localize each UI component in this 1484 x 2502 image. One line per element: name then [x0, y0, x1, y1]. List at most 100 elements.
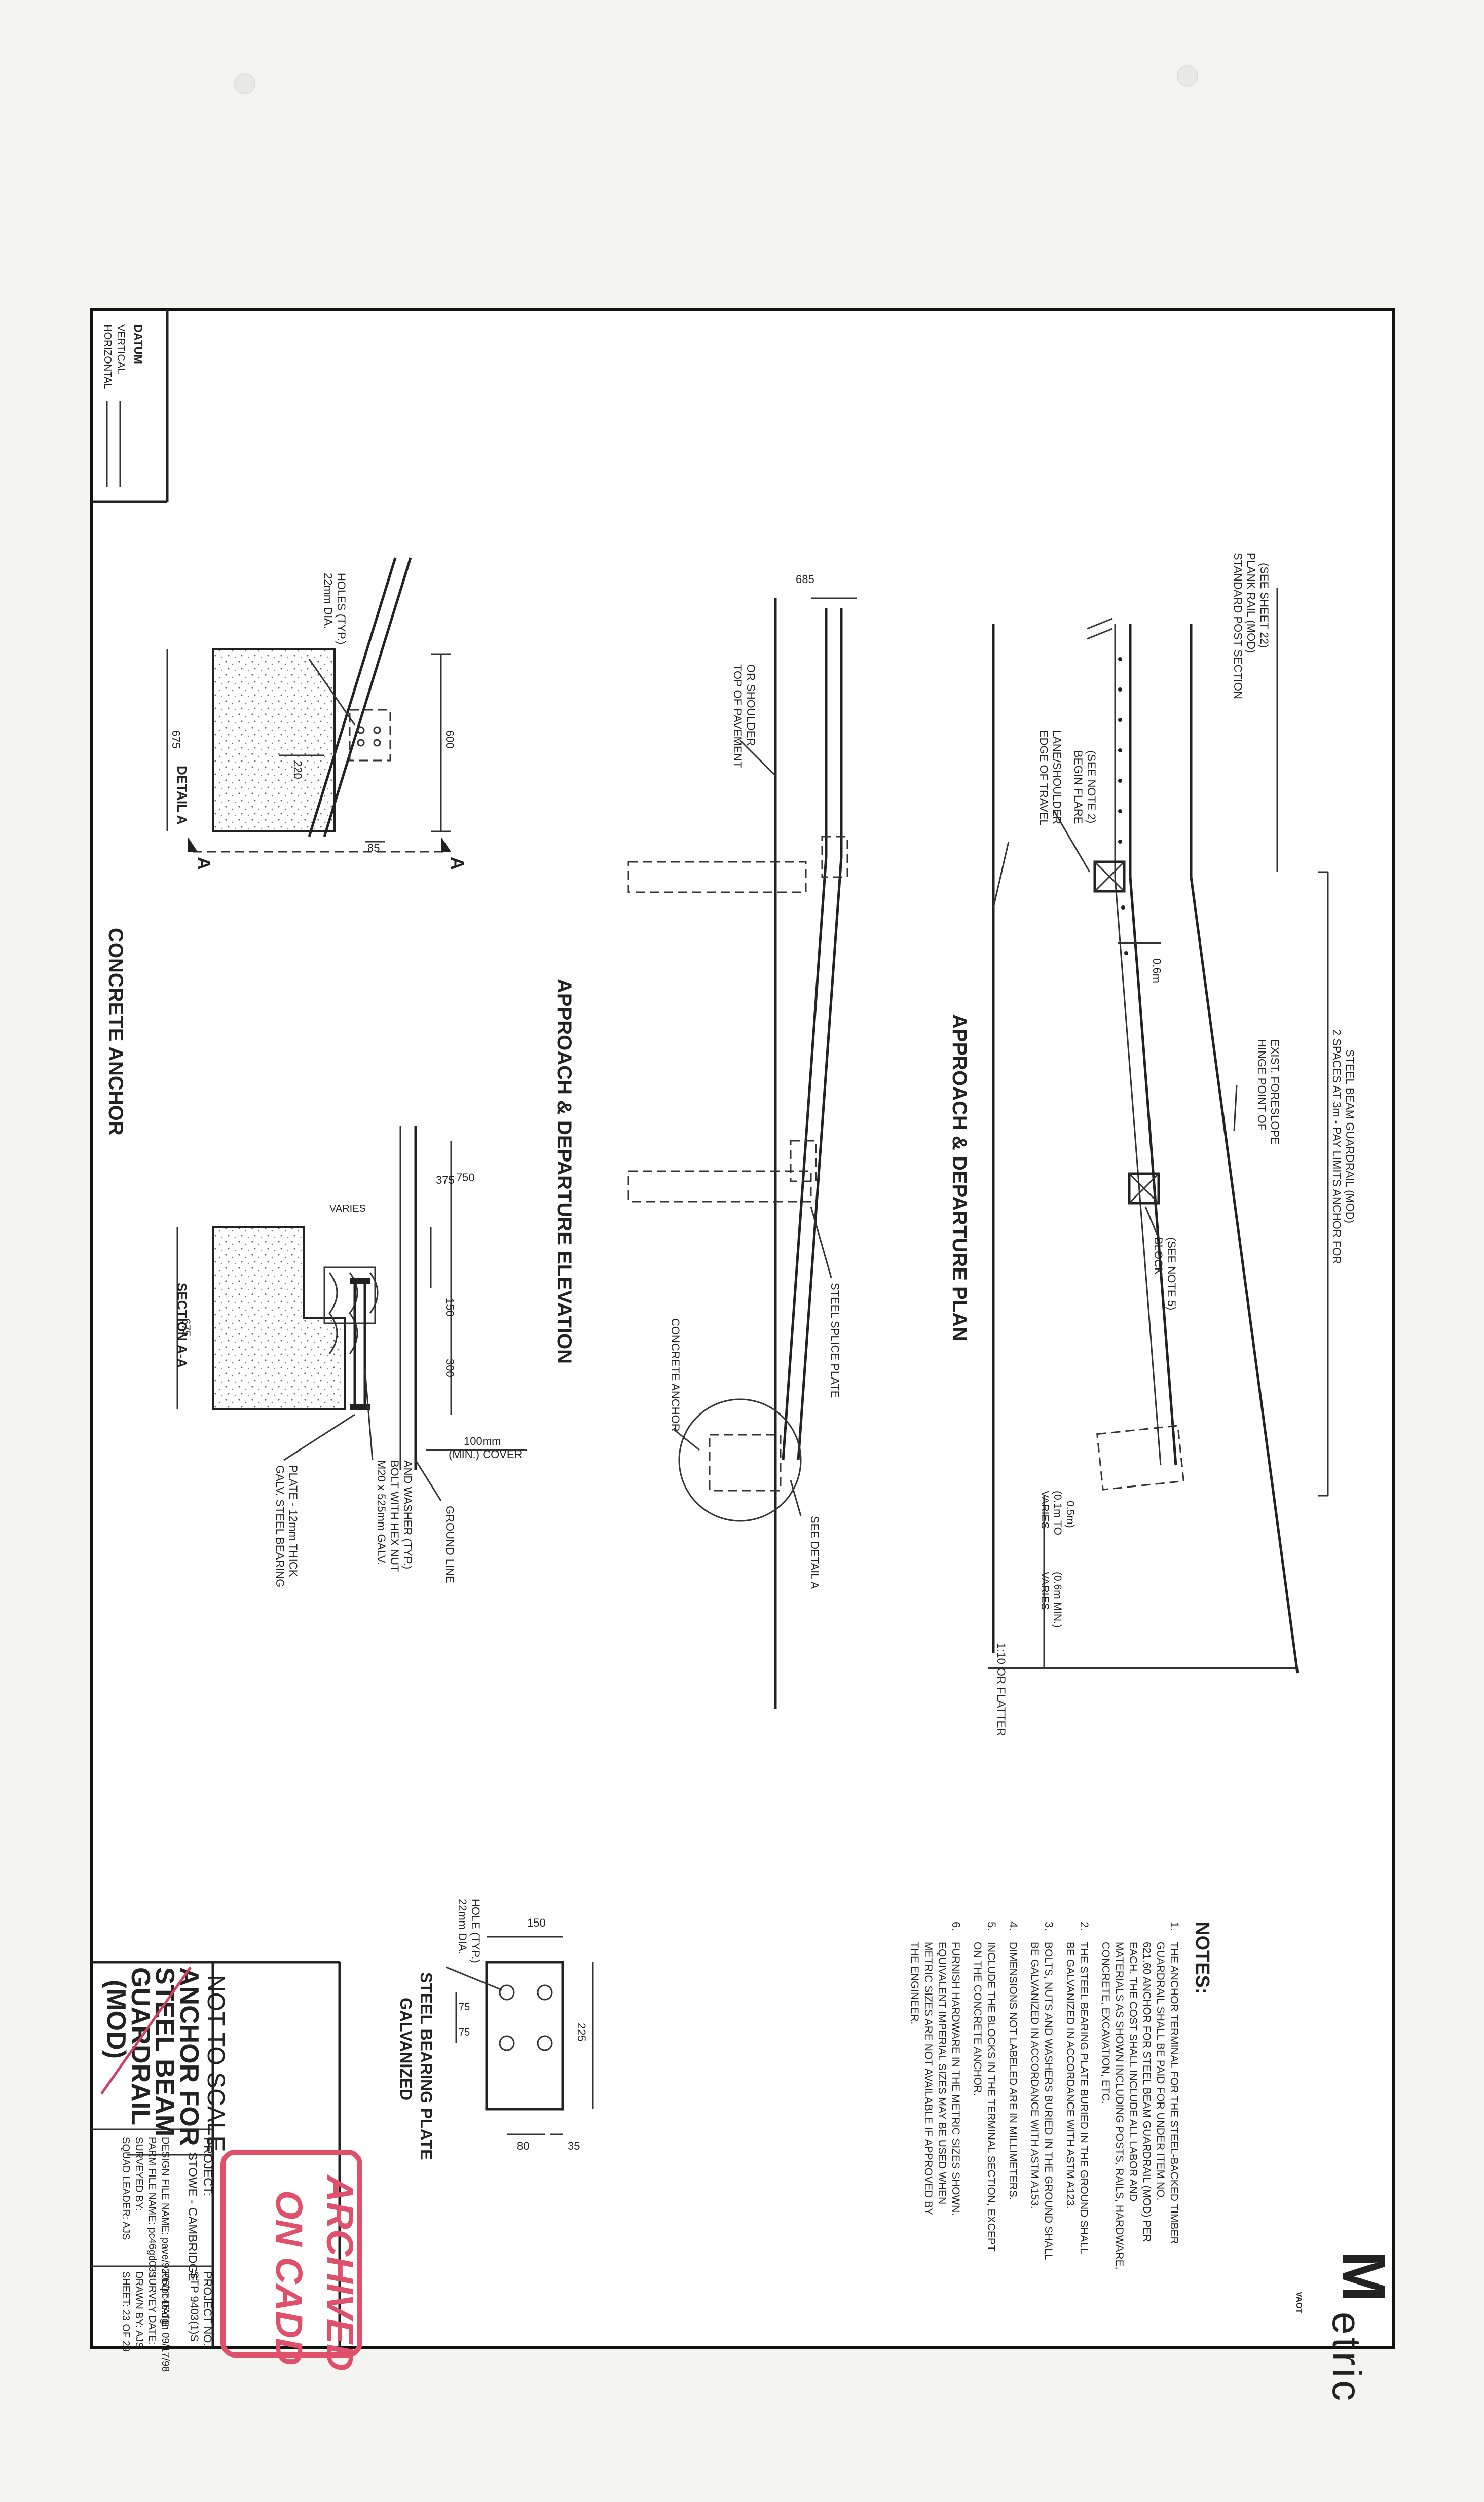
plate-hole — [537, 1984, 553, 2001]
metric-logo: M etric VAOT — [1294, 2251, 1398, 2404]
svg-text:(0.6m MIN.): (0.6m MIN.) — [1052, 1572, 1063, 1628]
post-2 — [627, 1170, 812, 1203]
svg-text:(0.1m TO: (0.1m TO — [1052, 1491, 1063, 1535]
section-dim-375: 375 — [436, 1174, 455, 1186]
section-mark-2: A — [447, 857, 468, 870]
note-number: 2. — [1078, 1921, 1091, 1931]
plate-dim-150: 150 — [527, 1916, 546, 1929]
sheet-number: SHEET: 23 OF 29 — [120, 2271, 131, 2352]
varies-a-label: VARIES (0.1m TO 0.5m) — [1039, 1491, 1076, 1535]
elevation-title: APPROACH & DEPARTURE ELEVATION — [553, 978, 575, 1364]
approach-plan: STANDARD POST SECTION PLANK RAIL (MOD) (… — [948, 553, 1356, 1736]
note-line: THE ANCHOR TERMINAL FOR THE STEEL-BACKED… — [1168, 1942, 1180, 2244]
section-arrow-2 — [441, 837, 451, 852]
detail-a-dim-675: 675 — [170, 730, 182, 749]
note-number: 4. — [1007, 1921, 1020, 1931]
note-number: 5. — [985, 1921, 998, 1931]
foreslope-flare-line — [1190, 877, 1299, 1674]
datum-heading: DATUM — [132, 324, 144, 364]
svg-text:VARIES: VARIES — [1039, 1572, 1051, 1610]
svg-text:EDGE OF TRAVEL: EDGE OF TRAVEL — [1037, 730, 1050, 826]
svg-text:AND WASHER (TYP.): AND WASHER (TYP.) — [401, 1460, 414, 1569]
approach-elevation: 685 STEEL SPLICE PLATE CONCRETE ANCHOR S… — [553, 573, 857, 1709]
section-arrow-1 — [188, 837, 198, 852]
svg-text:HINGE POINT OF: HINGE POINT OF — [1255, 1039, 1268, 1130]
svg-text:STANDARD POST SECTION: STANDARD POST SECTION — [1232, 553, 1244, 699]
note-line: THE ENGINEER. — [909, 1942, 920, 2024]
svg-text:M20 x 525mm GALV.: M20 x 525mm GALV. — [375, 1460, 388, 1565]
plate-holes-label: 22mm DIA. HOLE (TYP.) — [456, 1899, 482, 1963]
drawn-by: DRAWN BY: AJS — [133, 2271, 144, 2349]
top-pavement-label: TOP OF PAVEMENT OR SHOULDER — [731, 664, 757, 768]
bearing-plate — [485, 1961, 564, 2111]
ground-line-label: GROUND LINE — [443, 1506, 456, 1583]
timber-post-grain — [328, 1272, 379, 1354]
parm-file: PARM FILE NAME: pc46gd03.t — [146, 2137, 158, 2278]
slope-label: 1:10 OR FLATTER — [995, 1643, 1008, 1736]
detail-a-holes-label: 22mm DIA. HOLES (TYP.) — [322, 573, 348, 644]
section-varies: VARIES — [329, 1203, 366, 1214]
punch-hole — [1177, 65, 1198, 87]
plate-hole — [537, 2035, 553, 2051]
svg-text:(SEE NOTE 2): (SEE NOTE 2) — [1085, 750, 1098, 823]
plate-dim-75b: 75 — [459, 2027, 470, 2038]
survey-date: SURVEY DATE: — [146, 2271, 158, 2345]
note-line: EQUIVALENT IMPERIAL SIZES MAY BE USED WH… — [936, 1942, 948, 2204]
plot-date: PLOT DATE: 09/17/98 — [160, 2271, 171, 2372]
datum-horizontal: HORIZONTAL — [102, 324, 113, 389]
project-name: STOWE - CAMBRIDGE — [185, 2152, 199, 2281]
anchor-footprint — [1096, 1425, 1184, 1491]
svg-text:OR SHOULDER: OR SHOULDER — [745, 664, 757, 746]
section-dim-300: 300 — [443, 1359, 456, 1377]
bearing-plate-detail: 225 150 75 75 80 35 22mm DIA. HOLE (TYP.… — [397, 1899, 594, 2160]
note-number: 3. — [1043, 1921, 1055, 1931]
plate-dim-75a: 75 — [459, 2002, 470, 2013]
splice-plate-2 — [790, 1140, 817, 1182]
detail-a-dim-220: 220 — [291, 760, 304, 779]
squad-leader: SQUAD LEADER: AJS — [120, 2137, 131, 2240]
note-line: MATERIALS AS SHOWN INCLUDING POSTS, RAIL… — [1114, 1942, 1125, 2269]
title-line-2: STEEL BEAM — [150, 1967, 179, 2136]
title-block: NOT TO SCALE ANCHOR FOR STEEL BEAM GUARD… — [91, 1961, 362, 2372]
block-label: BLOCK (SEE NOTE 5) — [1152, 1237, 1178, 1310]
svg-text:22mm DIA.: 22mm DIA. — [456, 1899, 469, 1954]
svg-text:LANE/SHOULDER: LANE/SHOULDER — [1051, 730, 1063, 824]
svg-text:PLANK RAIL (MOD): PLANK RAIL (MOD) — [1245, 553, 1257, 653]
title-strike — [100, 1966, 192, 2095]
note-line: ON THE CONCRETE ANCHOR. — [972, 1942, 983, 2096]
detail-a-circle — [678, 1398, 802, 1522]
svg-text:(SEE SHEET 22): (SEE SHEET 22) — [1258, 563, 1271, 648]
svg-text:GALV. STEEL BEARING: GALV. STEEL BEARING — [274, 1465, 286, 1587]
note-line: DIMENSIONS NOT LABELED ARE IN MILLIMETER… — [1007, 1942, 1019, 2200]
svg-text:TOP OF PAVEMENT: TOP OF PAVEMENT — [731, 664, 744, 768]
svg-text:0.5m): 0.5m) — [1064, 1501, 1076, 1528]
datum-box: DATUM VERTICAL HORIZONTAL — [91, 309, 169, 503]
title-line-1: ANCHOR FOR — [174, 1967, 204, 2146]
plan-title: APPROACH & DEPARTURE PLAN — [948, 1014, 971, 1341]
stamp-line-2: ON CADD — [268, 2190, 310, 2365]
see-detail-label: SEE DETAIL A — [808, 1516, 821, 1589]
notes: NOTES: 1.THE ANCHOR TERMINAL FOR THE STE… — [909, 1921, 1213, 2269]
section-mark-1: A — [194, 857, 214, 870]
note-line: BE GALVANIZED IN ACCORDANCE WITH ASTM A1… — [1029, 1942, 1041, 2209]
svg-text:2 SPACES AT 3m - PAY LIMITS AN: 2 SPACES AT 3m - PAY LIMITS ANCHOR FOR — [1330, 1029, 1343, 1264]
note-line: THE STEEL BEARING PLATE BURIED IN THE GR… — [1078, 1942, 1090, 2254]
note-line: METRIC SIZES ARE NOT AVAILABLE IF APPROV… — [922, 1942, 934, 2215]
splice-plate-1 — [821, 836, 848, 878]
logo-letter: M — [1330, 2251, 1398, 2302]
svg-text:VARIES: VARIES — [1039, 1491, 1051, 1529]
note-line: 621.60 ANCHOR FOR STEEL BEAM GUARDRAIL (… — [1141, 1942, 1153, 2242]
splice-label: STEEL SPLICE PLATE — [829, 1283, 841, 1398]
plate-hole — [499, 1984, 515, 2001]
detail-a-concrete — [212, 648, 336, 832]
note-line: GUARDRAIL SHALL BE PAID FOR UNDER ITEM N… — [1155, 1942, 1166, 2200]
plate-dim-225: 225 — [575, 2023, 588, 2042]
svg-text:BOLT WITH HEX NUT: BOLT WITH HEX NUT — [388, 1460, 401, 1572]
surveyed-by: SURVEYED BY: — [133, 2137, 144, 2211]
section-dim-675: 675 — [180, 1318, 193, 1337]
svg-text:BEGIN FLARE: BEGIN FLARE — [1072, 750, 1085, 824]
note-line: FURNISH HARDWARE IN THE METRIC SIZES SHO… — [950, 1942, 961, 2216]
note-line: CONCRETE, EXCAVATION, ETC. — [1100, 1942, 1111, 2104]
plate-hole — [499, 2035, 515, 2051]
note-line: INCLUDE THE BLOCKS IN THE TERMINAL SECTI… — [985, 1942, 997, 2252]
